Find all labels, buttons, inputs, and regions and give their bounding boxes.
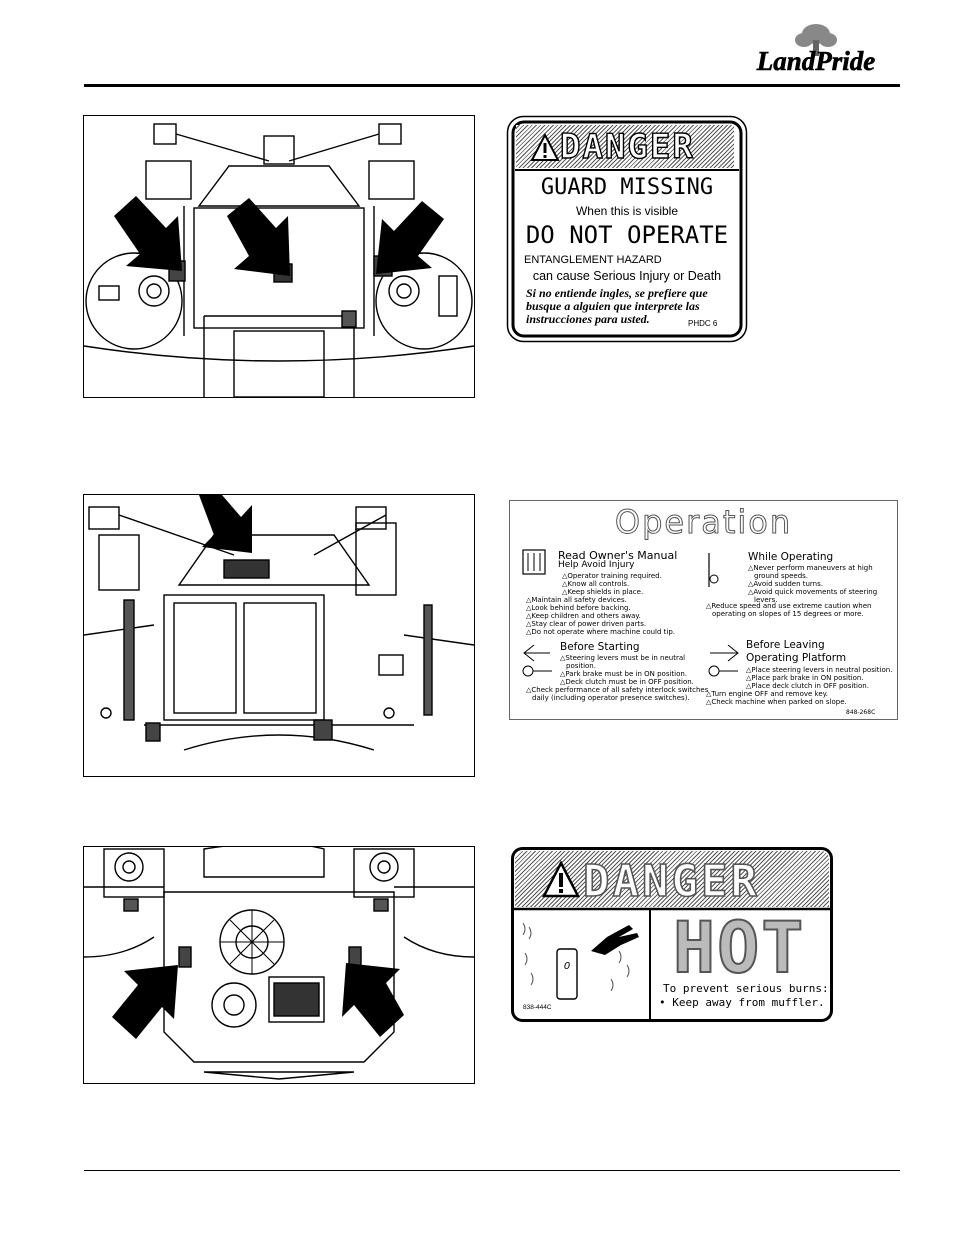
figure-1-photo [83,115,475,398]
spanish-line-2: busque a alguien que interprete las [526,299,700,313]
read-manual-sub: Help Avoid Injury [558,560,635,570]
reduce-item: operating on slopes of 15 degrees or mor… [712,610,864,618]
exit-key-icon [708,644,739,677]
start-item: △Deck clutch must be in OFF position. [560,678,694,686]
before-leaving-heading: Before Leaving [746,639,825,651]
spanish-line-1: Si no entiende ingles, se prefiere que [526,286,708,300]
leave-item: △Place deck clutch in OFF position. [746,682,869,690]
leave-item: △Place park brake in ON position. [746,674,864,682]
arrow-icon [227,198,290,276]
start-item: △Check performance of all safety interlo… [526,686,709,694]
leave-item: △Place steering levers in neutral positi… [746,666,893,674]
svg-text:0: 0 [564,961,570,972]
start-item: daily (including operator presence switc… [532,694,690,702]
start-item: position. [566,662,596,670]
burns-text: To prevent serious burns: [663,982,829,995]
arrow-icon [114,196,182,271]
do-not-operate-text: DO NOT OPERATE [525,221,729,249]
guard-missing-text: GUARD MISSING [540,175,714,200]
decal-danger-hot: DANGER 0 838-444C HOT To prevent serious… [511,847,833,1022]
read-item: △Operator training required. [562,572,662,580]
key-icon [522,644,552,677]
lever-icon [708,553,719,587]
decal-part-number: PHDC 6 [688,319,718,328]
operating-platform-heading: Operating Platform [746,652,847,664]
spanish-line-3: instrucciones para usted. [526,312,650,326]
figure-3-photo [83,846,475,1084]
while-item: levers. [754,596,778,604]
leave-item: △Check machine when parked on slope. [706,698,847,706]
danger-heading: DANGER [559,126,695,167]
general-item: △Maintain all safety devices. [526,596,627,604]
footer-rule [84,1170,900,1171]
general-item: △Stay clear of power driven parts. [526,620,647,628]
figure-2-photo [83,494,475,777]
while-item: △Avoid sudden turns. [748,580,823,588]
hand-burn-icon: 0 [522,922,639,1000]
while-item: △Never perform maneuvers at high [748,564,873,572]
reduce-item: △Reduce speed and use extreme caution wh… [706,602,872,610]
while-item: ground speeds. [754,572,809,580]
serious-injury-text: can cause Serious Injury or Death [532,269,722,283]
start-item: △Park brake must be in ON position. [560,670,688,678]
decal-operation: Operation Read Owner's Manual Help Avoid… [509,500,898,720]
while-item: △Avoid quick movements of steering [748,588,878,596]
arrow-icon [199,495,252,553]
leave-item: △Turn engine OFF and remove key. [706,690,829,698]
decal-guard-missing: DANGER GUARD MISSING When this is visibl… [506,115,748,343]
warning-triangle-icon [530,133,560,161]
read-item: △Know all controls. [562,580,630,588]
hot-heading: HOT [672,906,806,990]
entanglement-text: ENTANGLEMENT HAZARD [524,254,662,266]
decal-part-number: 838-444C [523,1004,552,1011]
danger-heading: DANGER [582,855,760,908]
read-item: △Keep shields in place. [562,588,644,596]
read-manual-heading: Read Owner's Manual [558,549,678,562]
general-item: △Keep children and others away. [526,612,641,620]
logo-text: LandPride [756,46,876,76]
decal-part-number: 848-268C [846,709,876,716]
start-item: △Steering levers must be in neutral [560,654,686,662]
general-item: △Do not operate where machine could tip. [526,628,676,636]
arrow-icon [376,201,444,274]
arrow-icon [112,965,178,1039]
general-item: △Look behind before backing. [526,604,631,612]
operation-heading: Operation [614,503,793,542]
header-rule [84,84,900,87]
muffler-text: • Keep away from muffler. [659,996,825,1009]
while-operating-heading: While Operating [748,551,834,563]
before-starting-heading: Before Starting [560,641,640,653]
landpride-logo: LandPride [730,18,902,80]
warning-triangle-icon [541,860,581,898]
visible-text: When this is visible [575,204,679,218]
manual-book-icon [522,549,546,575]
arrow-icon [342,963,404,1037]
